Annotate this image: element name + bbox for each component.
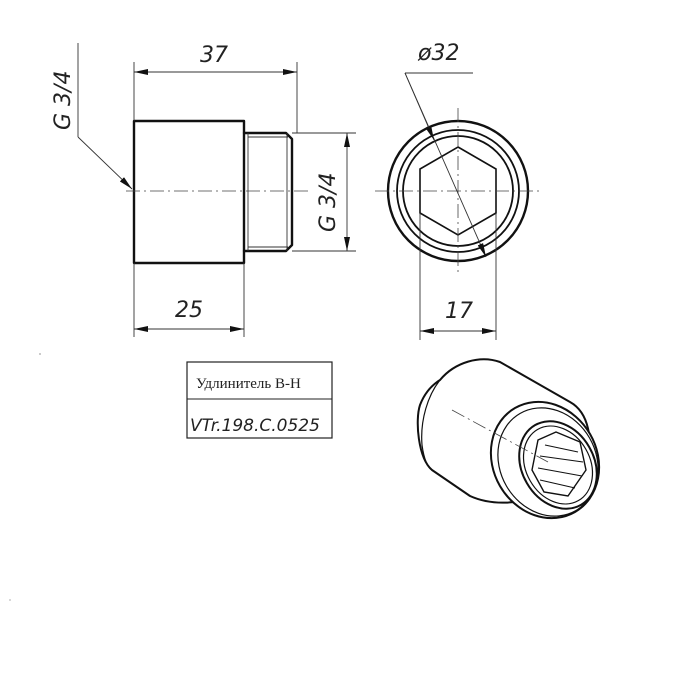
part-title: Удлинитель В-Н [196, 376, 301, 392]
dim-label-outer-thread: G 3/4 [316, 173, 341, 232]
title-block-frame [186, 361, 333, 439]
iso-hex-facets [537, 444, 584, 489]
isometric-view [416, 358, 601, 520]
title-block: Удлинитель В-Н VTr.198.C.0525 [186, 361, 333, 439]
dim-label-17: 17 [445, 299, 473, 324]
dia-leader-arrow-top [404, 72, 435, 141]
scan-speck [39, 353, 41, 355]
dim-label-25: 25 [175, 298, 203, 323]
front-view: 37 25 G 3/4 G 3/4 [51, 43, 356, 337]
part-code: VTr.198.C.0525 [190, 416, 320, 436]
leader-inner-thread [77, 136, 133, 190]
leader-label-inner-thread: G 3/4 [51, 71, 76, 130]
dim-label-37: 37 [200, 43, 228, 68]
dim-label-diameter: ø32 [417, 41, 459, 66]
iso-centerline [451, 409, 549, 463]
body-outline [132, 119, 246, 265]
scan-speck [9, 599, 11, 601]
end-view: ø32 17 [375, 41, 542, 340]
iso-hex-socket [531, 431, 587, 497]
iso-body-end [421, 379, 441, 471]
iso-step-ring-inner [497, 407, 599, 517]
iso-spigot-chamfer [522, 425, 594, 505]
spigot-outline [242, 131, 294, 253]
